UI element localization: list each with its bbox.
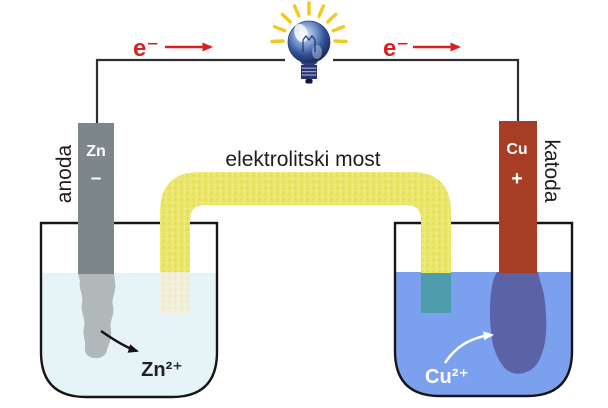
anode-label: anoda <box>53 144 76 203</box>
electron-label-right: e⁻ <box>383 35 409 62</box>
copper-symbol: Cu <box>506 141 527 158</box>
salt-bridge-submerged-left <box>160 272 190 313</box>
bulb-tip <box>305 79 313 84</box>
right-beaker <box>393 221 574 398</box>
copper-deposit <box>489 272 547 374</box>
bulb-highlight-2 <box>312 45 322 59</box>
salt-bridge-submerged-right <box>421 273 451 313</box>
light-bulb <box>270 1 348 84</box>
wire-left <box>95 58 285 123</box>
copper-ion-label: Cu²⁺ <box>425 366 469 388</box>
electron-label-left: e⁻ <box>133 35 159 62</box>
copper-charge-sign: + <box>511 168 523 190</box>
salt-bridge-label: elektrolitski most <box>225 148 380 171</box>
copper-ion-arrow <box>443 331 494 364</box>
bulb-glass <box>287 20 331 64</box>
left-beaker <box>39 221 219 399</box>
zinc-electrode-submerged <box>78 273 116 359</box>
cathode-label: katoda <box>540 139 563 202</box>
bulb-screw-threads <box>301 67 317 76</box>
zinc-ion-arrow <box>100 330 139 353</box>
zinc-electrode <box>78 123 114 274</box>
copper-electrode <box>499 121 537 273</box>
bulb-rays-icon <box>270 1 348 44</box>
wire-right <box>333 58 520 122</box>
zinc-charge-sign: – <box>91 168 102 189</box>
zinc-symbol: Zn <box>86 143 106 160</box>
bulb-filament <box>302 34 316 52</box>
zinc-ion-label: Zn²⁺ <box>141 359 183 381</box>
